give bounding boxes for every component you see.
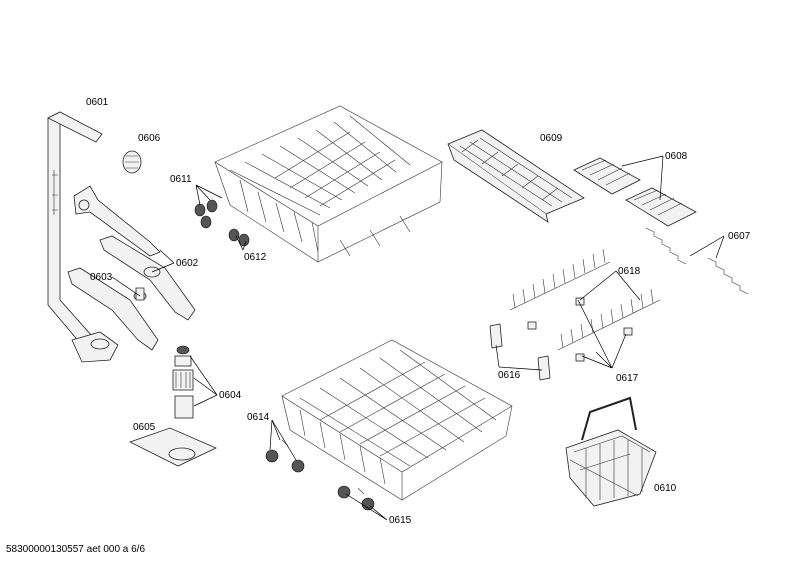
upper-basket: [214, 105, 443, 263]
label-0618: 0618: [618, 266, 641, 277]
nozzle-0606: [122, 150, 142, 174]
label-0615: 0615: [389, 515, 412, 526]
lower-basket: [281, 339, 513, 501]
flip-rack-0607: [645, 227, 749, 295]
sieve-0605: [128, 427, 217, 467]
feed-pipe: [73, 185, 161, 257]
label-0602: 0602: [176, 258, 199, 269]
label-0608: 0608: [665, 151, 688, 162]
label-0601: 0601: [86, 97, 109, 108]
supply-pipe-0601: [47, 111, 119, 363]
label-0611: 0611: [170, 174, 192, 185]
insert-0608: [573, 157, 697, 227]
document-footer: 58300000130557 aet 000 a 6/6: [6, 544, 146, 555]
label-0616: 0616: [498, 370, 521, 381]
label-0614: 0614: [247, 412, 270, 423]
label-0617: 0617: [616, 373, 639, 384]
tine-rows-0618: [509, 248, 661, 362]
label-0610: 0610: [654, 483, 677, 494]
cutlery-basket-0610: [565, 396, 657, 507]
label-0604: 0604: [219, 390, 242, 401]
label-0607: 0607: [728, 231, 751, 242]
label-0603: 0603: [90, 272, 113, 283]
label-0606: 0606: [138, 133, 161, 144]
label-0609: 0609: [540, 133, 563, 144]
label-0605: 0605: [133, 422, 156, 433]
label-0612: 0612: [244, 252, 267, 263]
clips-0616: [489, 323, 551, 381]
wheels-0614-0615: [265, 439, 375, 511]
tray-0609: [447, 129, 585, 223]
wheels-0611-0612: [194, 199, 250, 247]
leader-lines: [111, 155, 725, 521]
filter-0604: [172, 345, 194, 419]
spray-arm-0603: [67, 267, 159, 351]
